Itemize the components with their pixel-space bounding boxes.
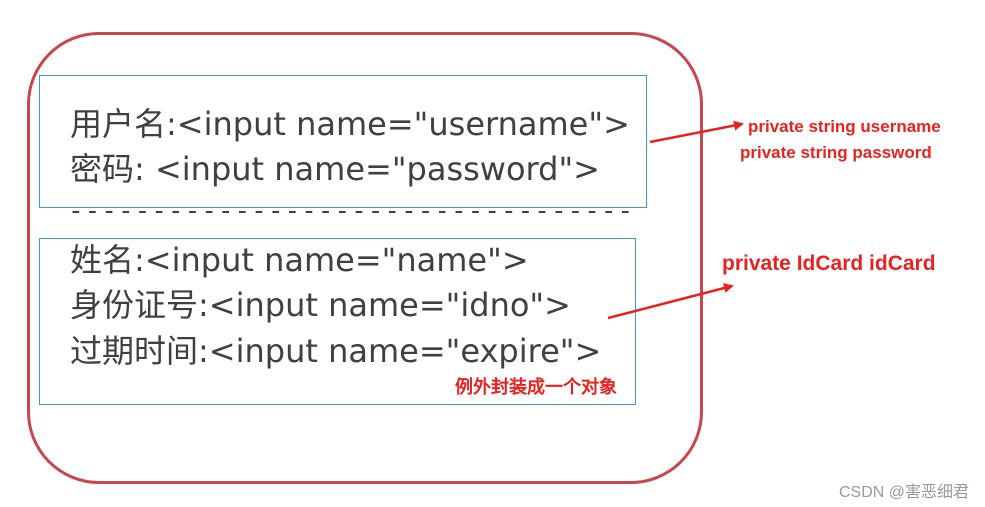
encapsulation-note: 例外封装成一个对象 bbox=[455, 377, 617, 398]
password-field-annotation: private string password bbox=[740, 143, 932, 162]
idno-field-line: 身份证号:<input name="idno"> bbox=[70, 286, 571, 324]
dashed-divider: ---------------------------------------- bbox=[68, 196, 638, 226]
expire-field-line: 过期时间:<input name="expire"> bbox=[70, 332, 602, 370]
password-field-line: 密码: <input name="password"> bbox=[70, 150, 600, 188]
idcard-field-annotation: private IdCard idCard bbox=[722, 252, 936, 275]
bottom-arrow bbox=[607, 283, 734, 320]
username-field-annotation: private string username bbox=[748, 117, 941, 136]
login-fields-box bbox=[39, 75, 647, 208]
watermark: CSDN @害恶细君 bbox=[838, 484, 969, 501]
name-field-line: 姓名:<input name="name"> bbox=[70, 241, 529, 279]
outer-rounded-frame bbox=[27, 32, 703, 484]
id-card-fields-box bbox=[39, 238, 636, 405]
username-field-line: 用户名:<input name="username"> bbox=[70, 105, 630, 143]
top-arrow bbox=[649, 120, 744, 144]
